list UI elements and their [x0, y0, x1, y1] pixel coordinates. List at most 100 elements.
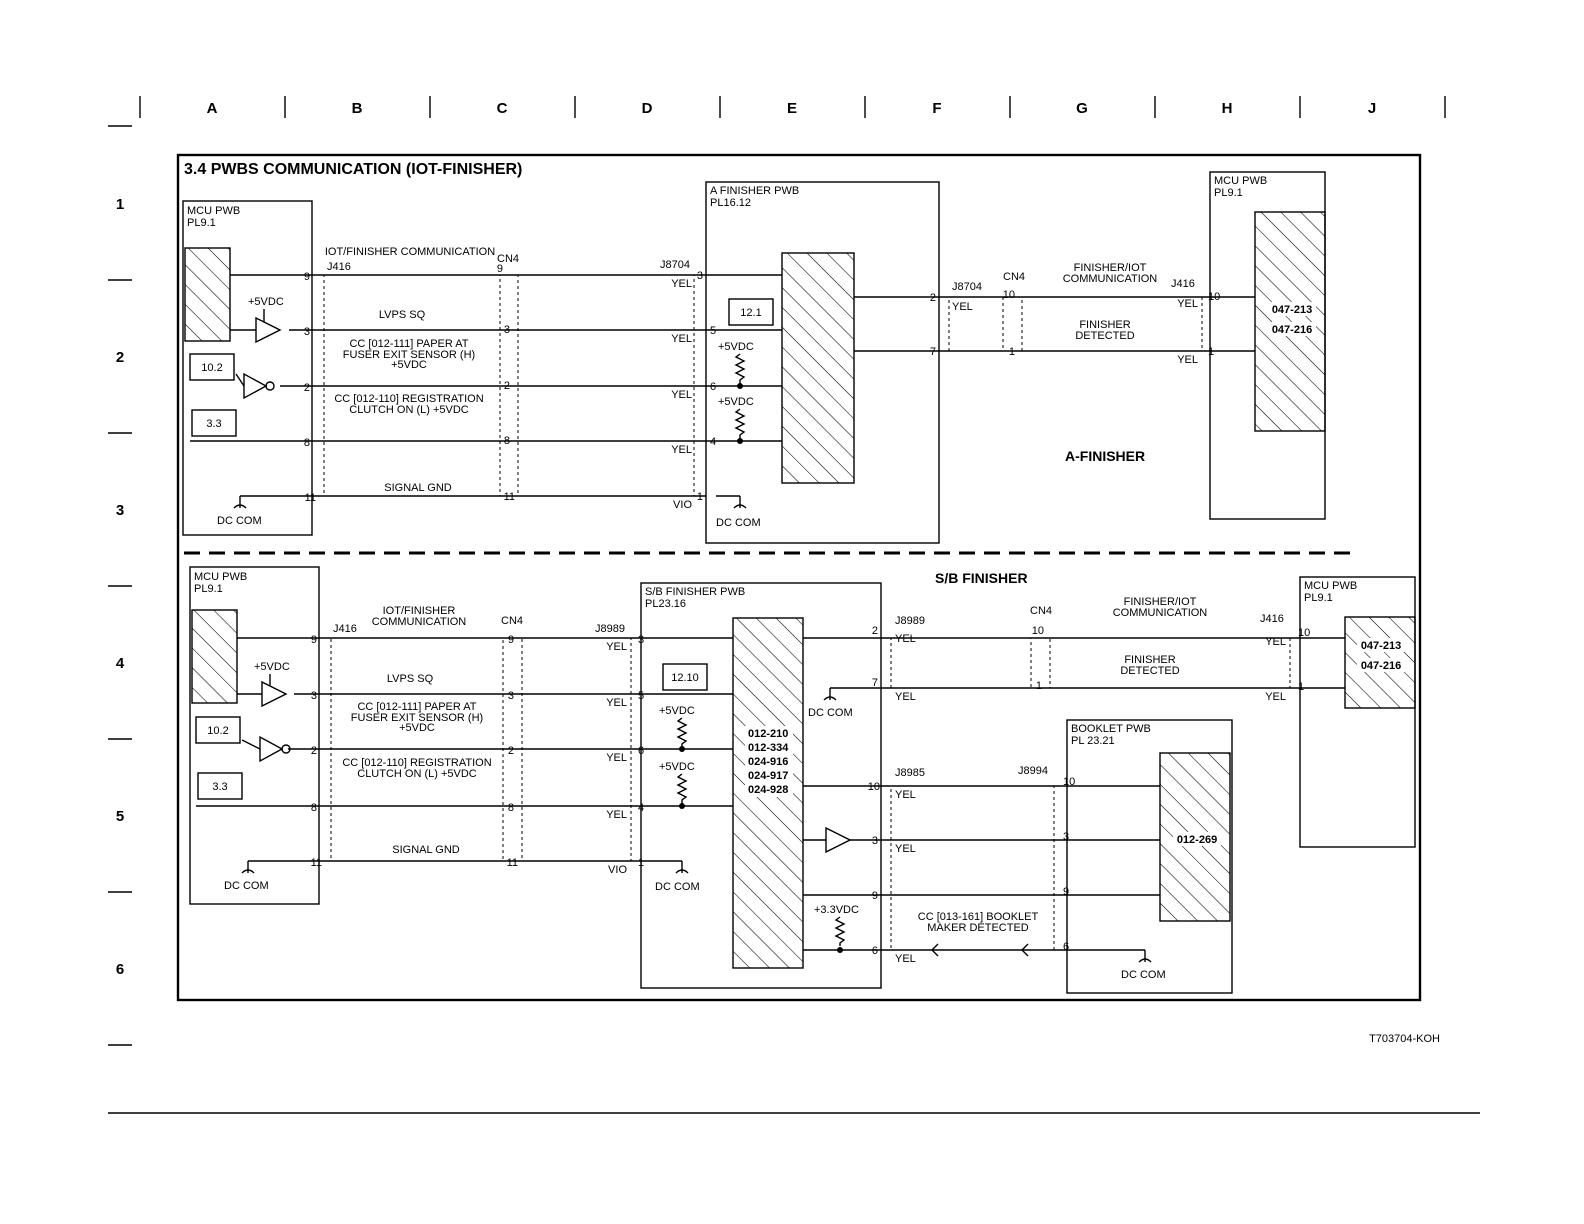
supply-label: +5VDC [659, 705, 695, 717]
mcu-pwb-label: MCU PWB [1304, 580, 1357, 592]
finisher-pwb-part: PL23.16 [645, 598, 686, 610]
svg-text:VIO: VIO [673, 499, 692, 511]
supply-label: +3.3VDC [814, 904, 859, 916]
connector-label: CN4 [1030, 605, 1052, 617]
svg-text:2: 2 [504, 380, 510, 392]
svg-text:1: 1 [1298, 681, 1304, 693]
svg-text:YEL: YEL [606, 752, 627, 764]
svg-text:10: 10 [1063, 776, 1075, 788]
svg-text:YEL: YEL [895, 843, 916, 855]
ref-box [728, 298, 774, 326]
pullup-resistor [676, 773, 688, 806]
section-label: S/B FINISHER [935, 570, 1028, 586]
finisher-chip [781, 252, 855, 484]
svg-text:6: 6 [872, 945, 878, 957]
svg-text:1: 1 [1208, 346, 1214, 358]
ref-label: 3.3 [206, 418, 221, 430]
svg-text:3: 3 [638, 634, 644, 646]
svg-text:6: 6 [638, 745, 644, 757]
column-label: B [352, 100, 363, 117]
mcu-pwb-label: MCU PWB [194, 571, 247, 583]
mcu-pwb-label: MCU PWB [187, 205, 240, 217]
svg-text:YEL: YEL [895, 633, 916, 645]
mcu-chip [191, 609, 238, 704]
svg-text:3: 3 [304, 326, 310, 338]
column-label: H [1222, 100, 1233, 117]
svg-text:9: 9 [1063, 886, 1069, 898]
supply-label: +5VDC [254, 661, 290, 673]
svg-text:11: 11 [504, 491, 515, 503]
finisher-pwb-label: S/B FINISHER PWB [645, 586, 745, 598]
connector-label: J8985 [895, 767, 925, 779]
svg-text:8: 8 [504, 435, 510, 447]
dc-com-label: DC COM [224, 880, 269, 892]
connector-label: J416 [333, 623, 357, 635]
signal-label: FINISHER DETECTED [1120, 655, 1180, 677]
svg-text:9: 9 [497, 263, 503, 275]
svg-text:2: 2 [872, 625, 878, 637]
svg-text:YEL: YEL [895, 953, 916, 965]
booklet-pwb-box [1066, 719, 1233, 994]
grid-frame [108, 96, 1480, 1114]
supply-label: +5VDC [718, 396, 754, 408]
signal-label: LVPS SQ [379, 309, 426, 321]
booklet-pwb-label: BOOKLET PWB [1071, 723, 1151, 735]
ref-box [195, 716, 241, 744]
svg-text:2: 2 [930, 292, 936, 304]
fault-code: 047-216 [1272, 324, 1312, 336]
svg-text:9: 9 [872, 890, 878, 902]
svg-text:3: 3 [508, 690, 514, 702]
row-label: 2 [116, 349, 124, 366]
svg-text:YEL: YEL [1177, 298, 1198, 310]
ref-box [191, 409, 237, 437]
dc-com-label: DC COM [655, 881, 700, 893]
dc-com-label: DC COM [1121, 969, 1166, 981]
buffer-gate [825, 826, 852, 854]
signal-label: LVPS SQ [387, 673, 434, 685]
svg-text:YEL: YEL [606, 809, 627, 821]
svg-text:4: 4 [710, 436, 716, 448]
svg-text:3: 3 [872, 835, 878, 847]
svg-text:2: 2 [311, 745, 317, 757]
ref-label: 3.3 [212, 781, 227, 793]
fault-code: 024-928 [748, 784, 788, 796]
mcu-pwb-label: MCU PWB [1214, 175, 1267, 187]
row-label: 3 [116, 502, 124, 519]
row-label: 6 [116, 961, 124, 978]
svg-text:10: 10 [1003, 289, 1015, 301]
svg-text:VIO: VIO [608, 864, 627, 876]
a-finisher-section: MCU PWB PL9.1 +5VDC 10.2 3.3 DC COM 9 3 … [182, 171, 1326, 544]
svg-text:9: 9 [304, 271, 310, 283]
supply-label: +5VDC [659, 761, 695, 773]
svg-text:2: 2 [304, 382, 310, 394]
connector-label: J8704 [952, 281, 982, 293]
connector-label: J8989 [595, 623, 625, 635]
dc-com-label: DC COM [808, 707, 853, 719]
svg-text:YEL: YEL [952, 301, 973, 313]
inverter-gate [243, 372, 268, 400]
mcu-pwb-part: PL9.1 [1214, 187, 1243, 199]
svg-text:YEL: YEL [895, 691, 916, 703]
row-label: 4 [116, 655, 125, 672]
ref-label: 12.10 [671, 672, 699, 684]
svg-text:YEL: YEL [671, 444, 692, 456]
svg-text:8: 8 [508, 802, 514, 814]
inverter-gate [259, 735, 284, 763]
fault-code: 024-917 [748, 770, 788, 782]
connector-label: J8994 [1018, 765, 1048, 777]
svg-text:8: 8 [304, 437, 310, 449]
svg-text:YEL: YEL [895, 789, 916, 801]
svg-text:3: 3 [697, 270, 703, 282]
connector-label: J8989 [895, 615, 925, 627]
ref-box [662, 663, 708, 691]
signal-label: FINISHER/IOT COMMUNICATION [1112, 597, 1208, 619]
diagram-border [176, 153, 1422, 1002]
svg-text:YEL: YEL [671, 278, 692, 290]
row-labels: 1 2 3 4 5 6 [116, 196, 125, 978]
svg-text:6: 6 [1063, 941, 1069, 953]
mcu-pwb-right-box [1299, 576, 1416, 848]
ref-label: 12.1 [740, 307, 761, 319]
svg-text:7: 7 [872, 677, 878, 689]
column-label: J [1368, 100, 1376, 117]
signal-label: CC [012-111] PAPER AT FUSER EXIT SENSOR … [350, 702, 484, 734]
